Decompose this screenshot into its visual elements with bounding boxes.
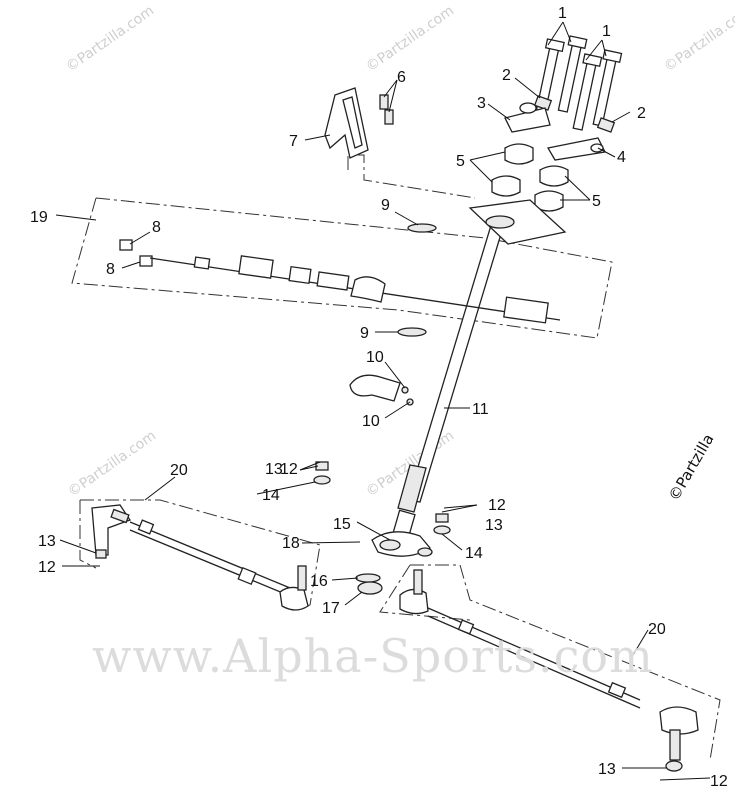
callout-13: 13 [265,461,283,478]
group-outline-20-right-b [379,564,471,621]
plate-4-hole [590,143,604,153]
tie-rod-right [399,569,699,772]
clamp-10 [349,374,414,406]
callout-10: 10 [362,413,380,430]
steering-shaft [392,221,505,539]
tie-rod-left [91,504,309,611]
callout-17: 17 [322,600,340,617]
tie-rod-end-left-outer [91,504,131,556]
callout-20: 20 [170,462,188,479]
callout-2: 2 [637,105,646,122]
bolts-1 [535,35,623,131]
upper-bracket-hole [485,215,515,229]
shaft-body [407,221,505,503]
washer-14b [433,525,451,535]
nut-8a [119,239,133,251]
bolt-6b [384,109,394,125]
callout-16: 16 [310,573,328,590]
callout-14: 14 [465,545,483,562]
tie-rod-end-right-inner [399,588,429,615]
washer-16 [355,573,381,583]
callout-8: 8 [152,219,161,236]
watermark: ©Partzilla.com [363,3,457,76]
upper-hardware [504,95,616,161]
coupler [238,255,274,279]
washer-9a [407,223,437,233]
callout-12: 12 [710,773,728,790]
washer-14a [313,475,331,485]
callout-15: 15 [333,516,351,533]
bushings-5 [491,143,569,212]
callout-6: 6 [397,69,406,86]
callout-7: 7 [289,133,298,150]
callout-2: 2 [502,67,511,84]
callout-10: 10 [366,349,384,366]
callout-12: 12 [38,559,56,576]
bolt-6a [379,94,389,110]
callout-14: 14 [262,487,280,504]
watermark: ©Partzilla.com [65,428,159,501]
shaft-lower-sleeve [397,464,427,513]
plate-3-hole [519,102,537,114]
callout-13: 13 [38,533,56,550]
group-outline-20-left-b [79,500,97,569]
callout-12: 12 [280,461,298,478]
group-outline-clamp [347,154,476,199]
watermark: ©Partzilla.com [661,3,735,76]
callout-5: 5 [456,153,465,170]
nut-17 [357,581,383,595]
nut-13b [435,513,449,523]
stud-right-outer [669,729,681,761]
nut-13d [665,760,683,772]
callout-11: 11 [472,401,489,418]
tie-rod-end-left-inner [279,586,309,611]
stud-left [297,565,307,591]
callout-13: 13 [598,761,616,778]
callouts: 1 1 2 2 3 4 5 5 6 7 8 8 9 9 10 10 11 12 … [30,5,728,790]
callout-19: 19 [30,209,48,226]
upper-bracket-plate [468,199,567,245]
callout-12: 12 [488,497,506,514]
callout-18: 18 [282,535,300,552]
nut-13c [95,549,107,559]
callout-20: 20 [648,621,666,638]
callout-13: 13 [485,517,503,534]
callout-5: 5 [592,193,601,210]
leader-lines [55,21,711,781]
watermark-edge: ©Partzilla [665,431,718,504]
callout-9: 9 [381,197,390,214]
nut-2-left [533,95,553,111]
bracket-7 [324,87,394,159]
callout-9: 9 [360,325,369,342]
nut-2-right [596,117,616,133]
stud-right [413,569,423,595]
callout-1: 1 [602,23,611,40]
callout-3: 3 [477,95,486,112]
column-components [119,223,561,337]
washer-9b [397,327,427,337]
watermark: ©Partzilla.com [63,3,157,76]
callout-8: 8 [106,261,115,278]
callout-4: 4 [617,149,626,166]
joint [350,276,386,303]
lower-coupler [503,296,549,324]
site-watermark: www.Alpha-Sports.com [92,629,654,683]
group-outline-19 [71,197,613,339]
callout-1: 1 [558,5,567,22]
group-outline-20-right [410,564,721,761]
nut-8b [139,255,153,267]
